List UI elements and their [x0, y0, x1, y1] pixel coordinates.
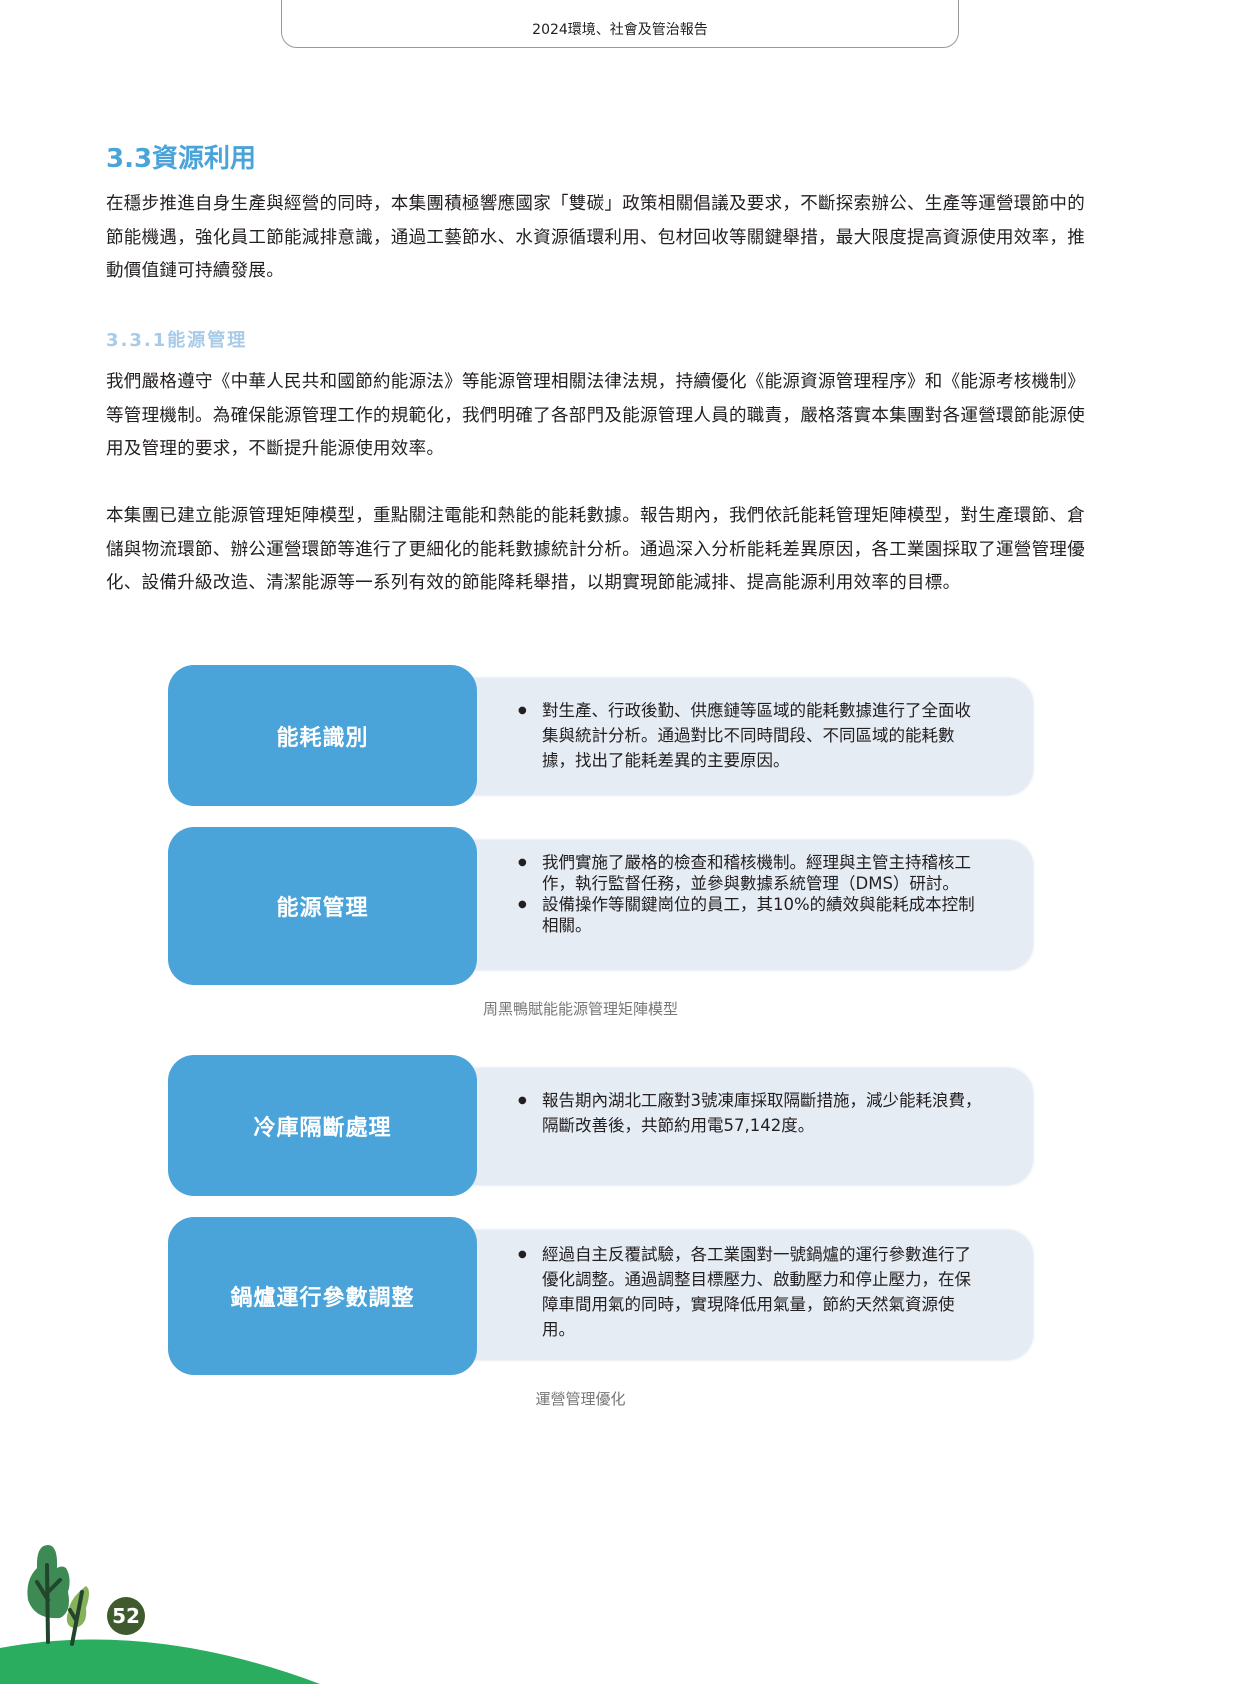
matrix-label-1: 能耗識別: [168, 665, 477, 806]
bullet: 報告期內湖北工廠對3號凍庫採取隔斷措施，減少能耗浪費，隔斷改善後，共節約用電57…: [518, 1088, 983, 1138]
matrix-detail-1: 對生產、行政後勤、供應鏈等區域的能耗數據進行了全面收集與統計分析。通過對比不同時…: [470, 678, 1033, 795]
optimization-detail-2: 經過自主反覆試驗，各工業園對一號鍋爐的運行參數進行了優化調整。通過調整目標壓力、…: [470, 1230, 1033, 1360]
bullet: 對生產、行政後勤、供應鏈等區域的能耗數據進行了全面收集與統計分析。通過對比不同時…: [518, 698, 983, 773]
hill-shape: [0, 1639, 320, 1684]
small-tree-icon: [66, 1586, 89, 1646]
subsection-title: 3.3.1能源管理: [106, 330, 248, 351]
page-number: 52: [107, 1597, 145, 1635]
paragraph-1: 我們嚴格遵守《中華人民共和國節約能源法》等能源管理相關法律法規，持續優化《能源資…: [106, 372, 1085, 459]
section-title: 3.3資源利用: [106, 144, 257, 174]
bullet: 我們實施了嚴格的檢查和稽核機制。經理與主管主持稽核工作，執行監督任務，並參與數據…: [518, 852, 983, 894]
matrix-label-2: 能源管理: [168, 827, 477, 985]
section-intro: 在穩步推進自身生產與經營的同時，本集團積極響應國家「雙碳」政策相關倡議及要求，不…: [106, 194, 1085, 281]
large-tree-icon: [27, 1545, 70, 1644]
figure-1-caption: 周黑鴨賦能能源管理矩陣模型: [482, 1000, 678, 1018]
report-title: 2024環境、社會及管治報告: [532, 22, 708, 38]
paragraph-2: 本集團已建立能源管理矩陣模型，重點關注電能和熱能的能耗數據。報告期內，我們依託能…: [106, 506, 1085, 593]
tree-hill-decoration: [0, 1545, 320, 1684]
bullet: 設備操作等關鍵崗位的員工，其10%的績效與能耗成本控制相關。: [518, 894, 983, 936]
bullet: 經過自主反覆試驗，各工業園對一號鍋爐的運行參數進行了優化調整。通過調整目標壓力、…: [518, 1242, 983, 1342]
report-header: 2024環境、社會及管治報告: [281, 0, 959, 48]
matrix-detail-2: 我們實施了嚴格的檢查和稽核機制。經理與主管主持稽核工作，執行監督任務，並參與數據…: [470, 840, 1033, 970]
optimization-detail-1: 報告期內湖北工廠對3號凍庫採取隔斷措施，減少能耗浪費，隔斷改善後，共節約用電57…: [470, 1068, 1033, 1185]
optimization-label-1: 冷庫隔斷處理: [168, 1055, 477, 1196]
optimization-label-2: 鍋爐運行參數調整: [168, 1217, 477, 1375]
figure-2-caption: 運營管理優化: [535, 1390, 626, 1408]
